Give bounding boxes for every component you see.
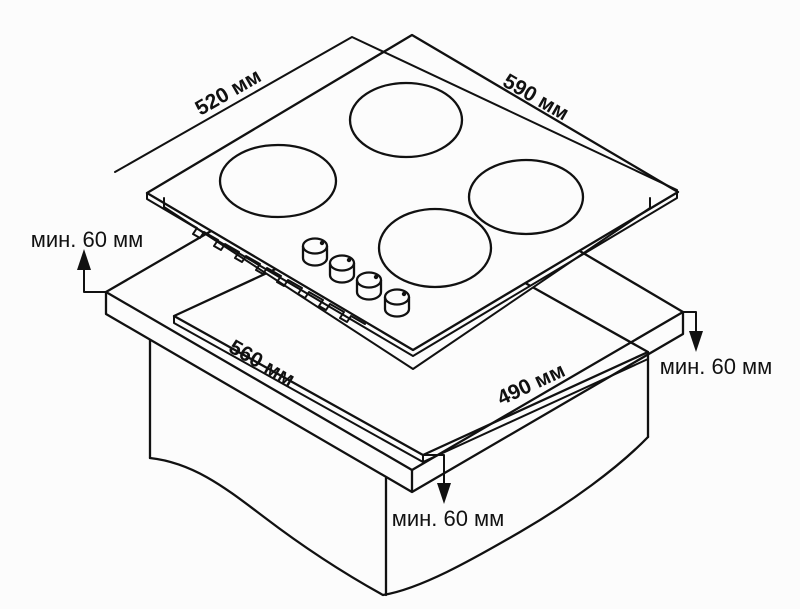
control-knobs [301,237,411,318]
cabinet-break-curve [148,435,650,597]
burner-front [377,207,493,289]
hob-dimension-line [114,36,678,191]
control-knob [355,271,383,301]
clearance-left [77,249,107,293]
knob-pointer-mark [401,291,407,297]
clearance-bottom [422,454,451,504]
clearance-label-bottom: мин. 60 мм [392,506,505,531]
burner-right [467,158,585,236]
clearance-right [682,311,703,352]
vent-serration [182,219,366,325]
hob [145,33,680,370]
hob-body-edges [163,197,651,370]
countertop-slab-edges [104,290,685,494]
clearance-left-leader [83,267,107,293]
cabinet-outline [148,338,650,597]
clearance-label-left: мин. 60 мм [31,227,144,252]
control-knob [301,237,329,267]
knob-pointer-mark [373,274,379,280]
knob-pointer-mark [346,257,352,263]
burners [218,81,585,289]
hob-glass-edge-thickness [146,191,678,357]
control-knob [383,288,411,318]
arrow-up-icon [77,249,91,270]
arrow-down-icon [437,483,451,504]
knob-pointer-mark [319,240,325,246]
burner-left [218,143,338,219]
clearance-right-leader [682,311,697,333]
cutout-wall-lines [173,315,649,463]
control-knob [328,254,356,284]
clearance-label-right: мин. 60 мм [660,354,773,379]
arrow-down-icon [689,331,703,352]
clearance-bottom-leader [422,454,445,485]
burner-back [348,81,464,159]
